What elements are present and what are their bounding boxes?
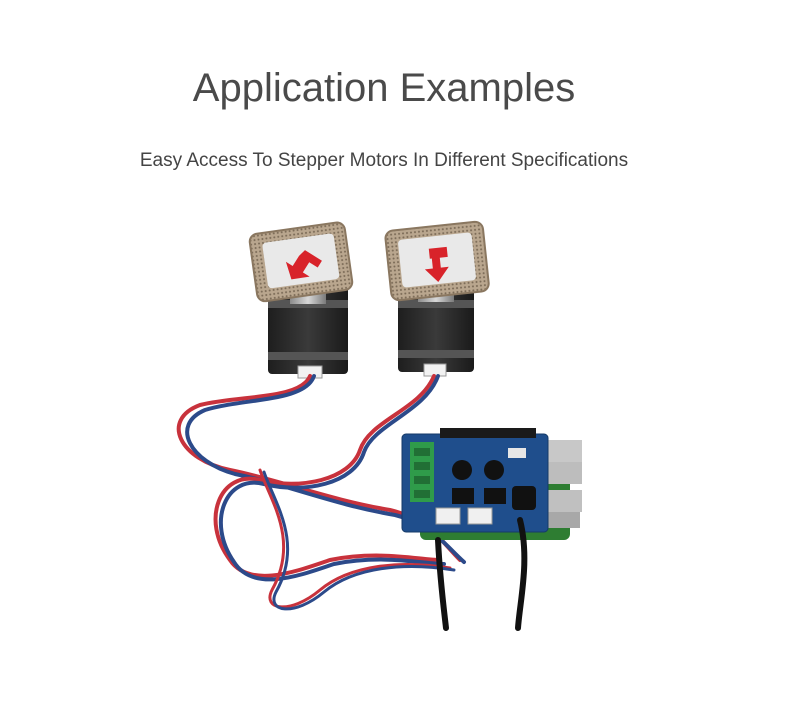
stepper-driver-hat <box>401 428 549 533</box>
power-cables <box>435 517 528 631</box>
stepper-motor-right <box>384 220 490 377</box>
page-title: Application Examples <box>192 66 576 110</box>
page-subtitle: Easy Access To Stepper Motors In Differe… <box>139 150 629 171</box>
stepper-motor-left <box>248 221 354 379</box>
